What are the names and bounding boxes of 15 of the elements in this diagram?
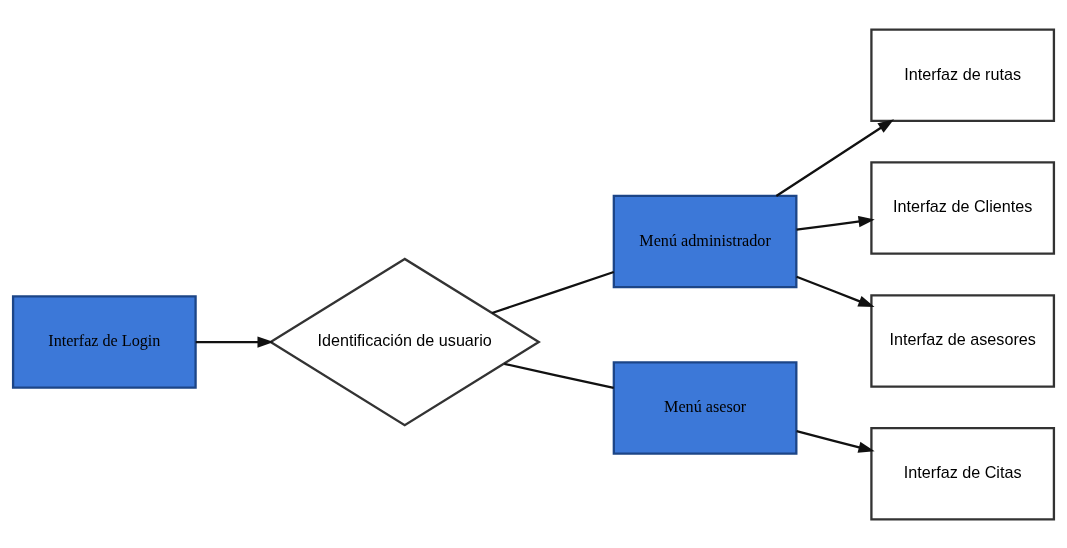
arrow <box>775 118 895 197</box>
node-box: Menú administrador <box>612 194 798 288</box>
arrow <box>796 429 875 453</box>
node-box: Interfaz de rutas <box>870 27 1056 122</box>
node-box: Interfaz de Login <box>11 294 197 389</box>
arrow <box>796 215 875 231</box>
node-box: Interfaz de Clientes <box>870 160 1056 255</box>
node-box: Interfaz de asesores <box>870 293 1056 388</box>
node-diamond: Identificación de usuario <box>268 257 541 427</box>
node-box: Menú asesor <box>612 360 798 455</box>
node-box: Interfaz de Citas <box>870 426 1056 521</box>
connector <box>491 270 615 314</box>
arrow <box>195 335 274 348</box>
arrow <box>796 275 875 307</box>
connector <box>504 362 614 389</box>
